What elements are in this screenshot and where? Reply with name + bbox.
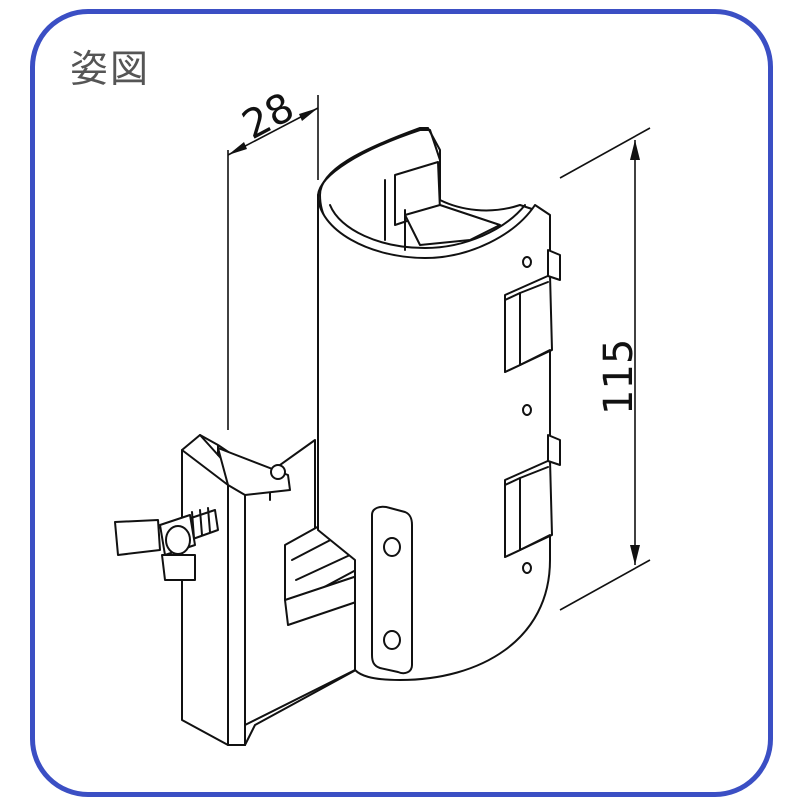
clamp-body — [181, 434, 366, 746]
hole-icon — [522, 562, 532, 574]
mounting-plate — [371, 505, 413, 675]
upper-slot — [504, 249, 561, 373]
wing-bolt-icon — [114, 507, 219, 581]
dimension-width-label: 28 — [235, 84, 302, 149]
lower-slot — [504, 434, 561, 558]
diagram-title: 姿図 — [70, 47, 151, 91]
dimension-width: 28 — [227, 84, 319, 430]
dimension-height: 115 — [559, 127, 651, 611]
hole-icon — [522, 256, 532, 268]
plate-hole-icon — [383, 537, 401, 557]
hole-icon — [522, 404, 532, 416]
plate-hole-icon — [383, 630, 401, 650]
dimension-height-label: 115 — [596, 339, 642, 415]
